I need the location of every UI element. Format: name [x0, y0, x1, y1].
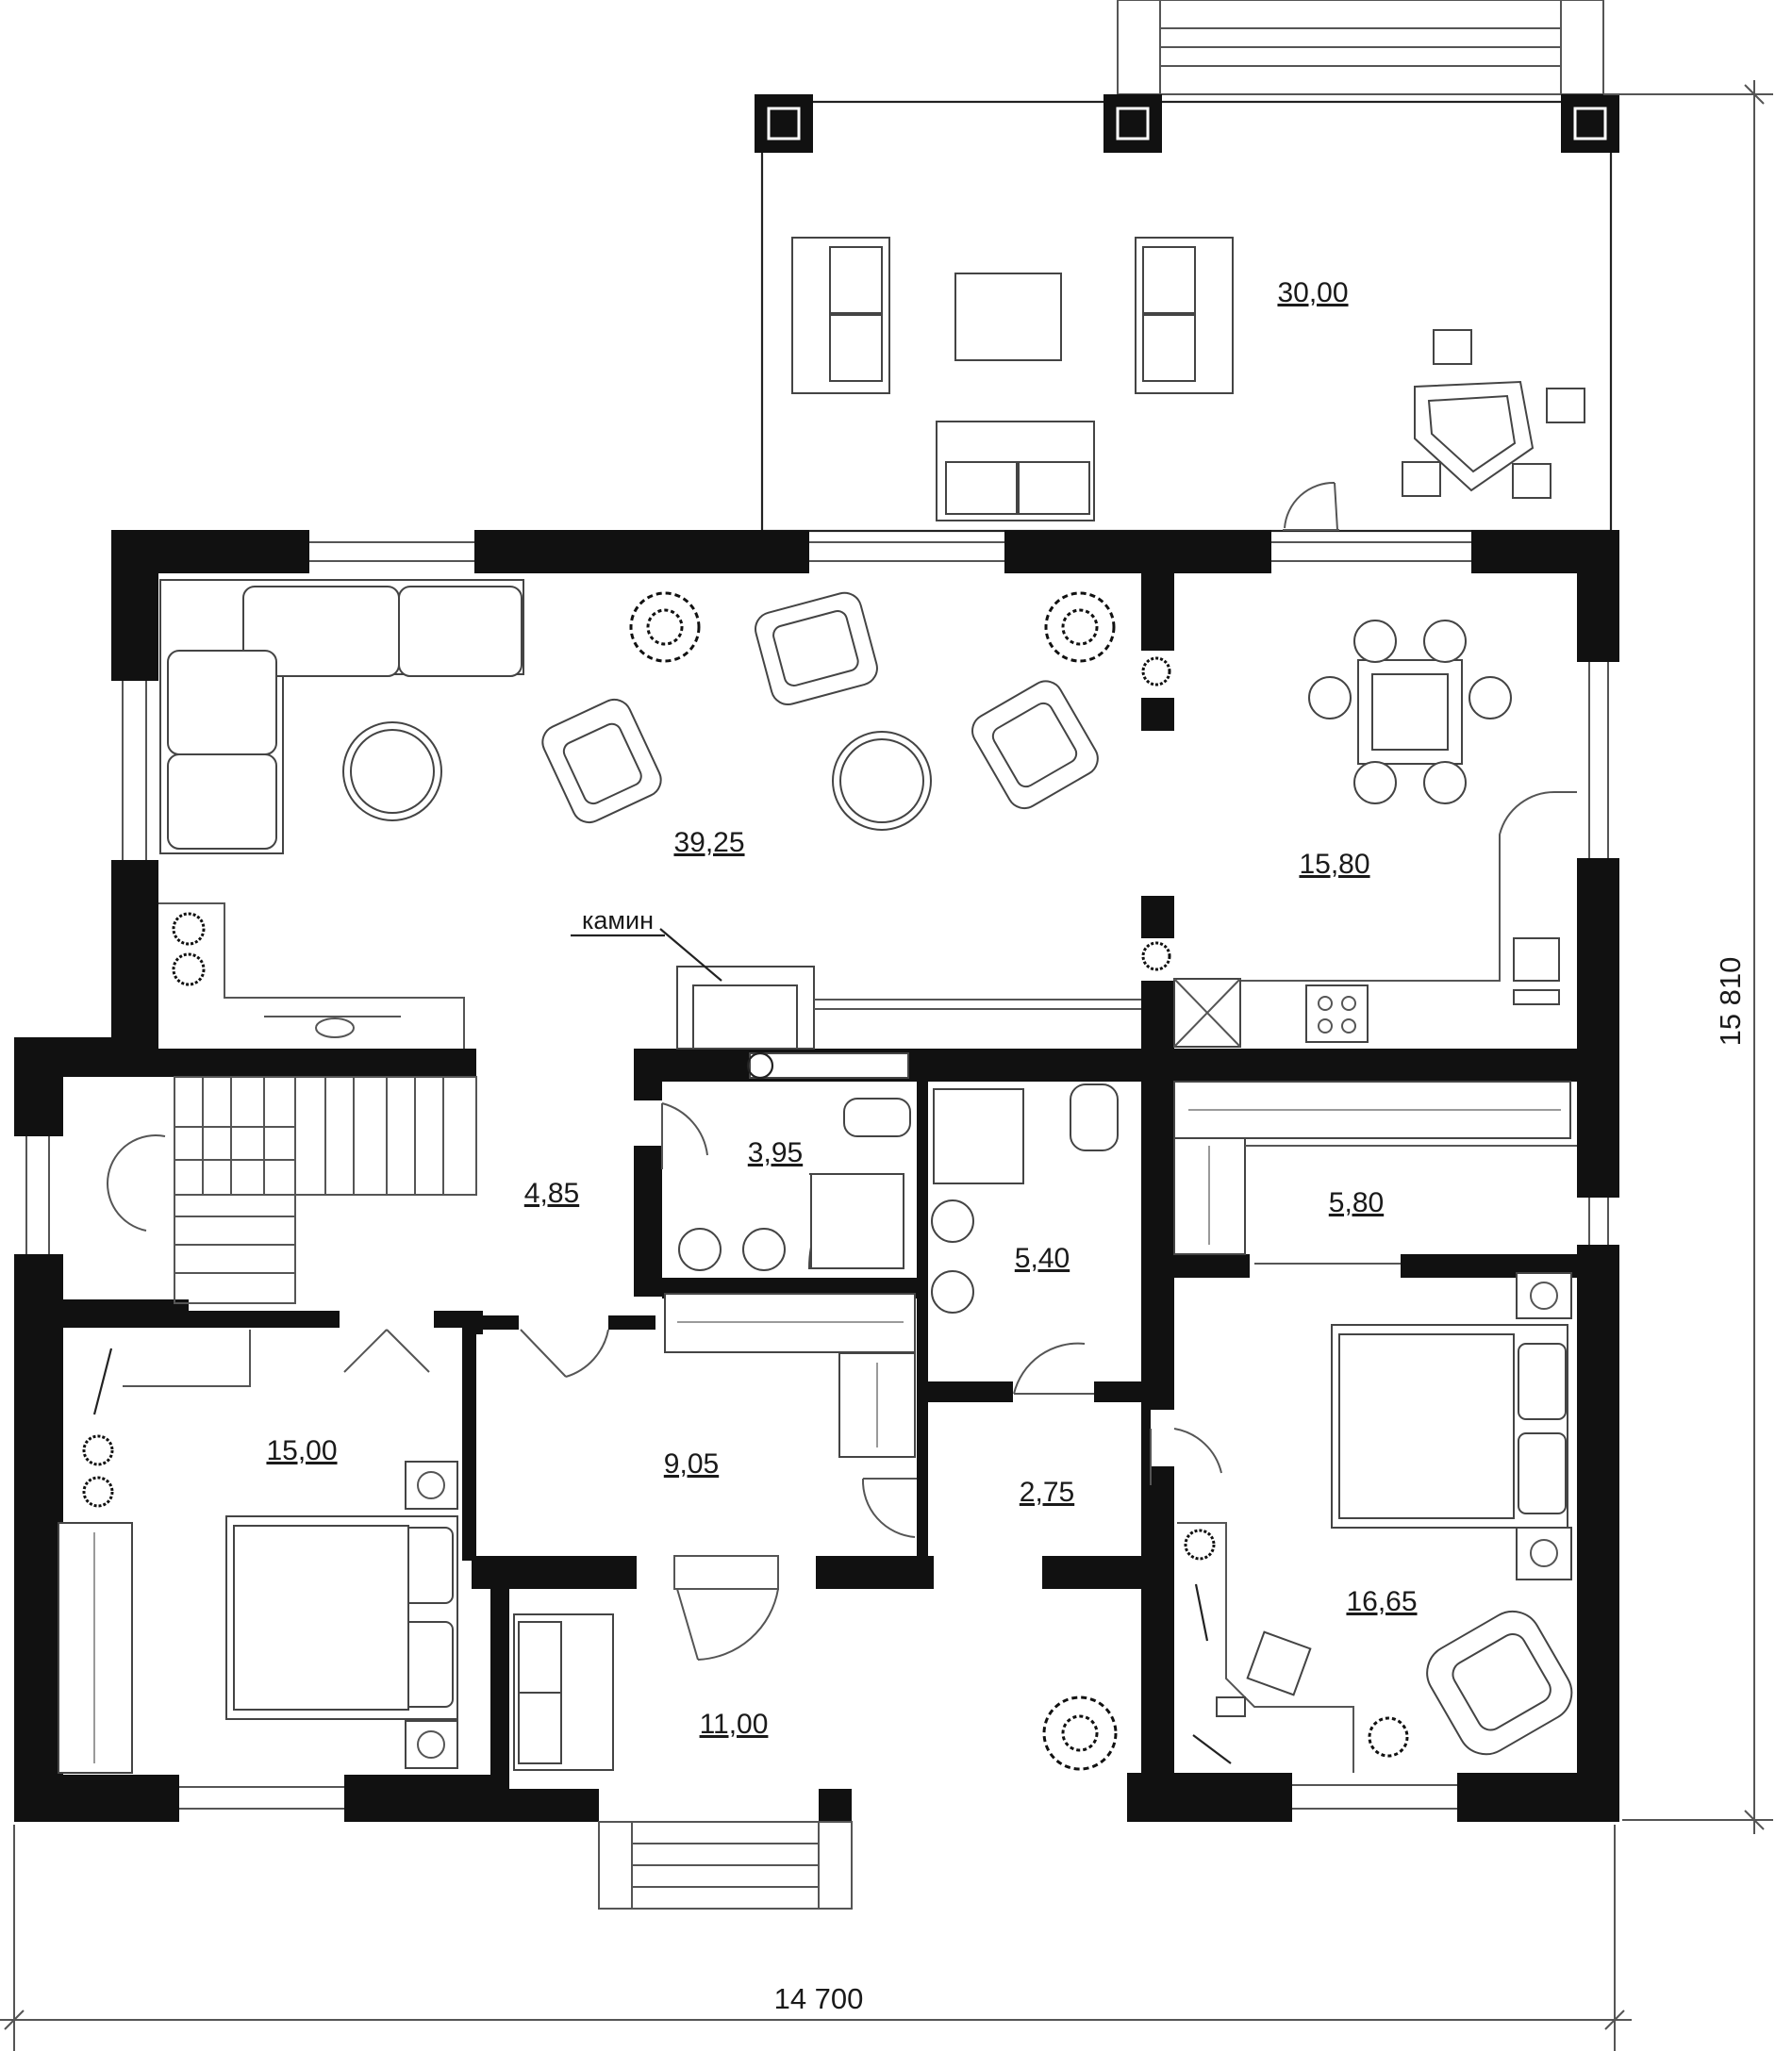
terrace: [755, 0, 1619, 533]
ventilation-shaft: [1173, 978, 1241, 1048]
terrace-column: [1561, 94, 1619, 153]
bathroom-door: [661, 1102, 708, 1169]
entrance-hall: [513, 1555, 1118, 1910]
entrance-steps: [598, 1821, 853, 1910]
terrace-steps: [1117, 0, 1604, 95]
bench-sofa: [513, 1613, 614, 1771]
corridor: [520, 1293, 917, 1538]
washbasin: [931, 1270, 974, 1314]
dimension-depth: [1603, 80, 1773, 1834]
room-area-corridor: 9,05: [664, 1448, 719, 1480]
plant-icon: [172, 912, 206, 946]
corridor-door: [861, 1478, 917, 1538]
plant-icon: [1141, 941, 1171, 971]
terrace-sofa-bottom: [936, 421, 1095, 521]
plumbing-strip: [746, 1051, 909, 1080]
dressing-counter: [158, 902, 465, 1049]
room-area-bedroom-1: 15,00: [266, 1435, 337, 1466]
room-area-kitchen-dining: 15,80: [1299, 849, 1369, 880]
terrace-garden-table: [1402, 329, 1585, 499]
closet: [664, 1293, 916, 1458]
room-area-utility: 2,75: [1020, 1477, 1074, 1508]
terrace-sofa-left: [791, 237, 890, 394]
nightstand: [405, 1720, 458, 1769]
bathroom-2: [931, 1083, 1119, 1395]
overall-width-label: 14 700: [774, 1982, 864, 2015]
dimension-width: [0, 1825, 1632, 2051]
corridor-door: [520, 1329, 609, 1378]
side-table: [832, 731, 932, 831]
washbasin: [678, 1228, 722, 1271]
double-bed: [225, 1515, 458, 1720]
overall-depth-label: 15 810: [1714, 957, 1747, 1047]
terrace-column: [755, 94, 813, 153]
bedroom-2: [1177, 1272, 1573, 1773]
kitchen-dining: [1173, 620, 1577, 1048]
plant-icon: [1042, 1695, 1118, 1771]
bathroom-1: [661, 1051, 911, 1271]
room-area-living-room: 39,25: [673, 827, 744, 858]
washbasin: [931, 1199, 974, 1243]
utility-door: [1150, 1428, 1222, 1485]
toilet: [843, 1098, 911, 1137]
corner-sofa: [159, 579, 524, 854]
plant-icon: [1184, 1529, 1216, 1561]
plant-icon: [82, 1434, 114, 1466]
terrace-door: [1283, 481, 1339, 531]
armchair: [971, 680, 1099, 810]
bedroom-1: [58, 1329, 458, 1774]
nightstand: [1516, 1527, 1572, 1580]
fireplace: [659, 928, 1141, 1050]
dining-table: [1308, 620, 1512, 804]
nightstand: [1516, 1272, 1572, 1319]
plant-icon: [1044, 591, 1116, 663]
terrace-column: [1103, 94, 1162, 153]
terrace-sofa-right: [1135, 237, 1234, 394]
bedroom-door: [343, 1329, 430, 1373]
utility: [1150, 1428, 1222, 1485]
room-area-bathroom-2: 5,40: [1015, 1243, 1070, 1274]
room-area-wardrobe-1: 5,80: [1329, 1187, 1384, 1218]
wardrobe-1: [1173, 1081, 1577, 1265]
shower-tray: [807, 1173, 904, 1269]
nightstand: [405, 1461, 458, 1510]
office-chair: [1246, 1630, 1312, 1696]
plant-icon: [1368, 1716, 1409, 1758]
room-labels: 30,00 39,25 15,80 4,85 3,95 5,40 5,80 15…: [266, 277, 1417, 1740]
side-table: [342, 721, 442, 821]
armchair: [755, 591, 878, 706]
wardrobe: [58, 1522, 133, 1774]
plant-icon: [1141, 656, 1171, 686]
room-area-hall: 4,85: [524, 1178, 579, 1209]
living-room: [158, 579, 1171, 1050]
room-area-entrance-hall: 11,00: [700, 1709, 769, 1740]
plant-icon: [629, 591, 701, 663]
plant-icon: [172, 952, 206, 986]
room-area-terrace: 30,00: [1277, 277, 1348, 308]
staircase: [107, 1076, 477, 1304]
work-desk: [1177, 1522, 1354, 1773]
washbasin: [742, 1228, 786, 1271]
room-area-bathroom-1: 3,95: [748, 1137, 803, 1168]
shower-cabin: [933, 1088, 1024, 1184]
terrace-coffee-table: [954, 273, 1062, 361]
hall: [107, 1076, 477, 1304]
room-area-bedroom-2: 16,65: [1346, 1586, 1417, 1617]
dressing-table: [92, 1330, 251, 1415]
armchair: [1426, 1610, 1573, 1756]
bathroom-door: [1013, 1342, 1094, 1395]
toilet: [1070, 1083, 1119, 1151]
entrance-door: [673, 1555, 779, 1661]
fireplace-label: камин: [582, 906, 654, 935]
kitchen-counter: [1174, 790, 1577, 1043]
armchair: [541, 698, 662, 824]
double-bed: [1331, 1324, 1568, 1529]
interior-walls: [57, 571, 1618, 1822]
plant-icon: [82, 1476, 114, 1508]
